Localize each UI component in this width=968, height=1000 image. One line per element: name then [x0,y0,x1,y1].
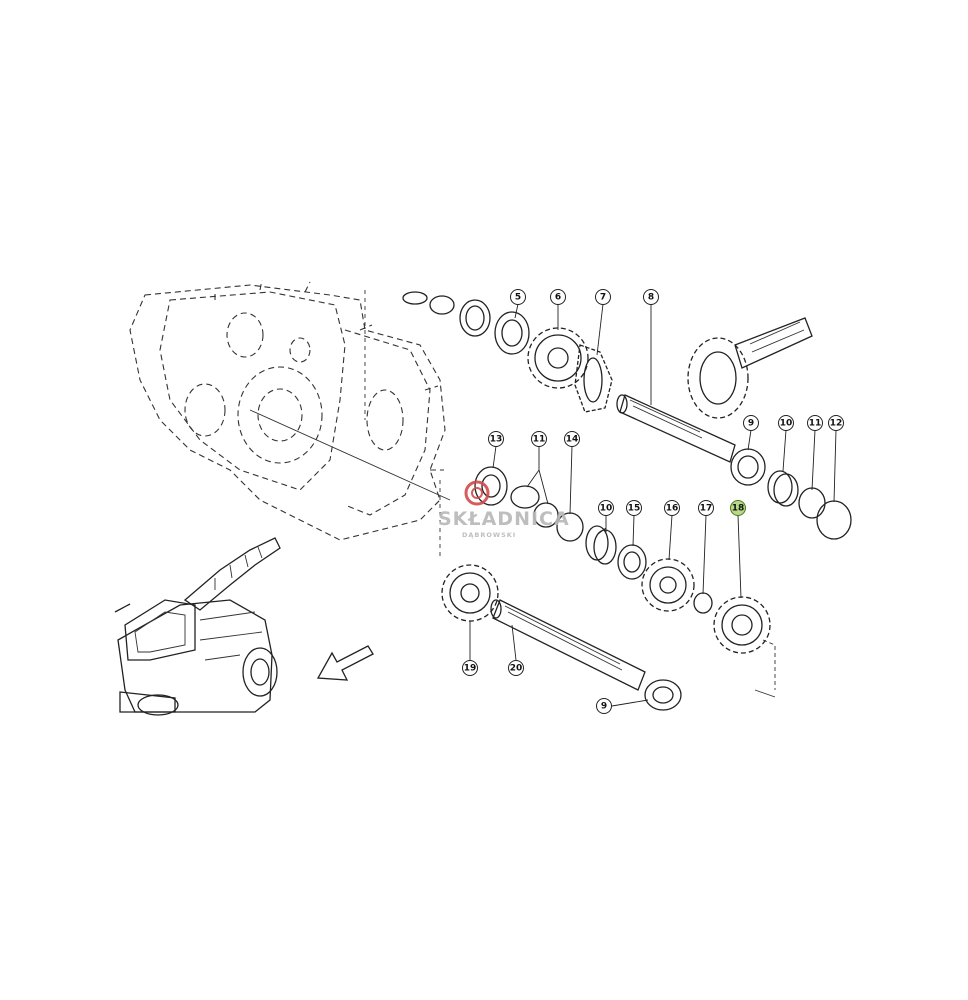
watermark-subtitle: DĄBROWSKI [462,531,516,539]
lower-shaft-assembly [441,466,776,711]
callout-number: 10 [600,504,613,514]
callout-circle [743,415,759,431]
watermark-title: SKŁADNICA [438,508,570,530]
callout-10: 10 [598,500,614,516]
callout-number: 6 [555,293,561,303]
callout-16: 16 [664,500,680,516]
callout-13: 13 [488,431,504,447]
callout-number: 17 [700,504,713,514]
callout-circle [531,431,547,447]
callout-number: 19 [464,664,477,674]
callout-number: 11 [809,419,822,429]
callout-number: 13 [490,435,503,445]
callout-circle [550,289,566,305]
callout-12: 12 [828,415,844,431]
callout-6: 6 [550,289,566,305]
callout-circle [698,500,714,516]
forage-harvester-illustration [114,537,281,716]
callout-18: 18 [730,500,746,516]
callout-8: 8 [643,289,659,305]
callout-circle [598,500,614,516]
callout-14: 14 [564,431,580,447]
bevel-pinion [687,317,813,419]
callout-number: 12 [830,419,843,429]
callout-circle [626,500,642,516]
shaft-8 [616,394,736,463]
callout-number: 9 [601,702,607,712]
callout-circle [488,431,504,447]
leader-lines [469,303,837,707]
callout-circle [596,698,612,714]
shaft-20 [490,599,646,691]
callout-circle [462,660,478,676]
callout-number: 11 [533,435,546,445]
callout-circle [643,289,659,305]
callout-number: 20 [510,664,523,674]
callout-9: 9 [596,698,612,714]
watermark-logo-icon [464,480,490,506]
callout-number: 16 [666,504,679,514]
callout-labels: 5 6 7 8 9 10 11 12 13 11 14 10 15 16 17 18 19 20 9 [462,289,844,714]
callout-circle [730,500,746,516]
callout-11: 11 [531,431,547,447]
callout-9: 9 [743,415,759,431]
callout-circle [508,660,524,676]
callout-10: 10 [778,415,794,431]
callout-number: 18 [732,504,745,514]
callout-circle [510,289,526,305]
gear-18 [713,596,771,654]
callout-circle [828,415,844,431]
gearbox-housing [129,279,451,560]
callout-number: 5 [515,293,521,303]
callout-number: 7 [600,293,606,303]
callout-circle [664,500,680,516]
callout-number: 10 [780,419,793,429]
callout-number: 14 [566,435,579,445]
callout-11: 11 [807,415,823,431]
callout-15: 15 [626,500,642,516]
callout-5: 5 [510,289,526,305]
callout-number: 9 [748,419,754,429]
callout-circle [778,415,794,431]
upper-shaft-assembly [402,291,852,540]
direction-arrow-icon [316,645,374,681]
gear-19 [441,564,499,622]
callout-circle [595,289,611,305]
callout-7: 7 [595,289,611,305]
callout-number: 15 [628,504,641,514]
callout-circle [807,415,823,431]
watermark: SKŁADNICA DĄBROWSKI [438,480,570,539]
callout-circle [564,431,580,447]
callout-number: 8 [648,293,654,303]
bevel-gear-7 [574,344,613,413]
callout-17: 17 [698,500,714,516]
callout-20: 20 [508,660,524,676]
gear-6 [527,327,589,389]
callout-19: 19 [462,660,478,676]
